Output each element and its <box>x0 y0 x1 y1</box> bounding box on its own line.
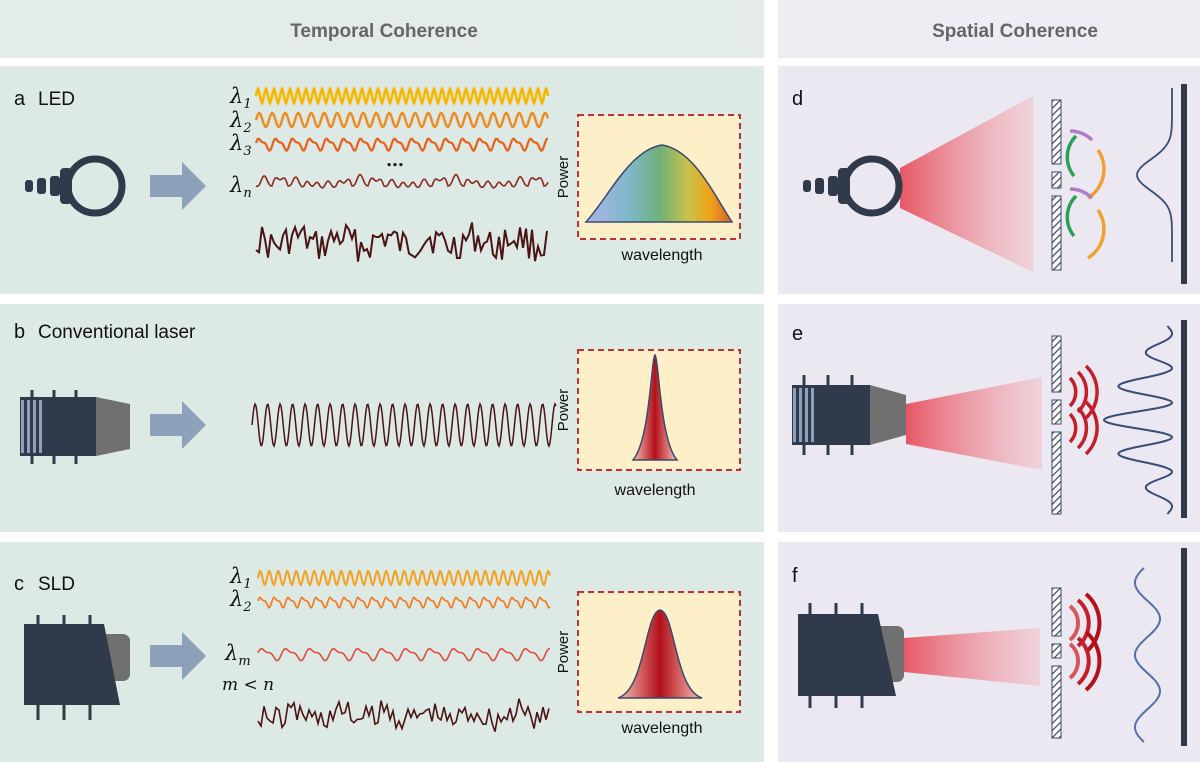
panel-e-letter: e <box>792 323 803 345</box>
spectrum-curve-c <box>617 609 703 699</box>
panel-a-letter: a <box>14 88 26 110</box>
spectrum-xlabel-a: wavelength <box>621 247 703 264</box>
light-beam-e <box>906 377 1042 470</box>
arrow-icon-c <box>150 632 206 680</box>
spectrum-curve-b <box>631 353 679 461</box>
laser-icon-e <box>792 375 906 455</box>
ellipsis-label: … <box>386 150 404 171</box>
led-bulb-icon <box>25 155 126 217</box>
arrow-icon-b <box>150 401 206 449</box>
screen-f <box>1181 548 1187 746</box>
wave-lambda-2 <box>254 111 550 129</box>
spectrum-xlabel-b: wavelength <box>614 482 696 499</box>
spectrum-box-c: Power wavelength <box>555 591 741 737</box>
spectrum-ylabel-b: Power <box>555 389 572 432</box>
double-slit-e <box>1051 335 1062 515</box>
spectrum-curve-a <box>584 144 734 223</box>
wave-lambda-n <box>255 173 549 189</box>
panel-f-letter: f <box>792 565 798 587</box>
lambda-2-label: λ2 <box>229 108 252 136</box>
wave-superposition-c <box>257 698 550 732</box>
wave-labels-c: λ1 λ2 λm m < n <box>222 564 274 695</box>
wave-lambda-2-c <box>257 596 551 609</box>
panel-c-name: SLD <box>38 574 75 595</box>
double-slit-d <box>1051 99 1062 271</box>
pattern-broad-peak-d <box>1136 88 1173 262</box>
wave-superposition-a <box>255 222 548 262</box>
wave-lambda-1 <box>254 85 550 107</box>
wavefront-arcs-e <box>1068 364 1099 456</box>
spectrum-box-a: Power wavelength <box>555 114 741 264</box>
pattern-fringes-e <box>1102 325 1174 515</box>
panel-a-name: LED <box>38 89 75 110</box>
temporal-header-bg <box>0 0 764 58</box>
lambda-1-label: λ1 <box>229 84 252 112</box>
double-slit-f <box>1051 587 1062 739</box>
lambda-m-label-c: λm <box>224 641 251 669</box>
spectrum-ylabel-c: Power <box>555 631 572 674</box>
lambda-n-label: λn <box>229 173 252 201</box>
spatial-header-bg <box>778 0 1200 58</box>
wavefront-arcs-f <box>1068 592 1102 692</box>
wave-lambda-1-c <box>257 569 551 587</box>
panel-b-name: Conventional laser <box>38 322 196 343</box>
panel-b-letter: b <box>14 321 25 343</box>
wave-lambda-m-c <box>257 648 550 662</box>
wave-labels-a: λ1 λ2 λ3 … λn <box>229 84 404 201</box>
spatial-header: Spatial Coherence <box>932 21 1098 42</box>
temporal-header: Temporal Coherence <box>290 21 478 42</box>
spectrum-ylabel-a: Power <box>555 156 572 199</box>
arrow-icon-a <box>150 162 206 210</box>
wave-lambda-3 <box>254 137 548 152</box>
pattern-fringes-f <box>1134 567 1161 743</box>
wave-laser-b <box>251 401 557 449</box>
sld-icon-c <box>24 615 130 720</box>
screen-d <box>1181 84 1187 284</box>
panel-d-letter: d <box>792 88 803 110</box>
spectrum-xlabel-c: wavelength <box>621 720 703 737</box>
spectrum-box-b: Power wavelength <box>555 349 741 499</box>
lambda-2-label-c: λ2 <box>229 587 252 615</box>
light-cone-d <box>900 96 1033 272</box>
lambda-3-label: λ3 <box>229 131 252 159</box>
sld-icon-f <box>798 603 904 708</box>
laser-icon-b <box>20 390 130 464</box>
screen-e <box>1181 320 1187 518</box>
led-bulb-icon-d <box>803 155 903 217</box>
panel-c-letter: c <box>14 573 24 595</box>
light-beam-f <box>904 628 1040 686</box>
lambda-1-label-c: λ1 <box>229 564 252 592</box>
wavefront-arcs-d <box>1065 129 1106 260</box>
condition-label-c: m < n <box>222 675 274 695</box>
